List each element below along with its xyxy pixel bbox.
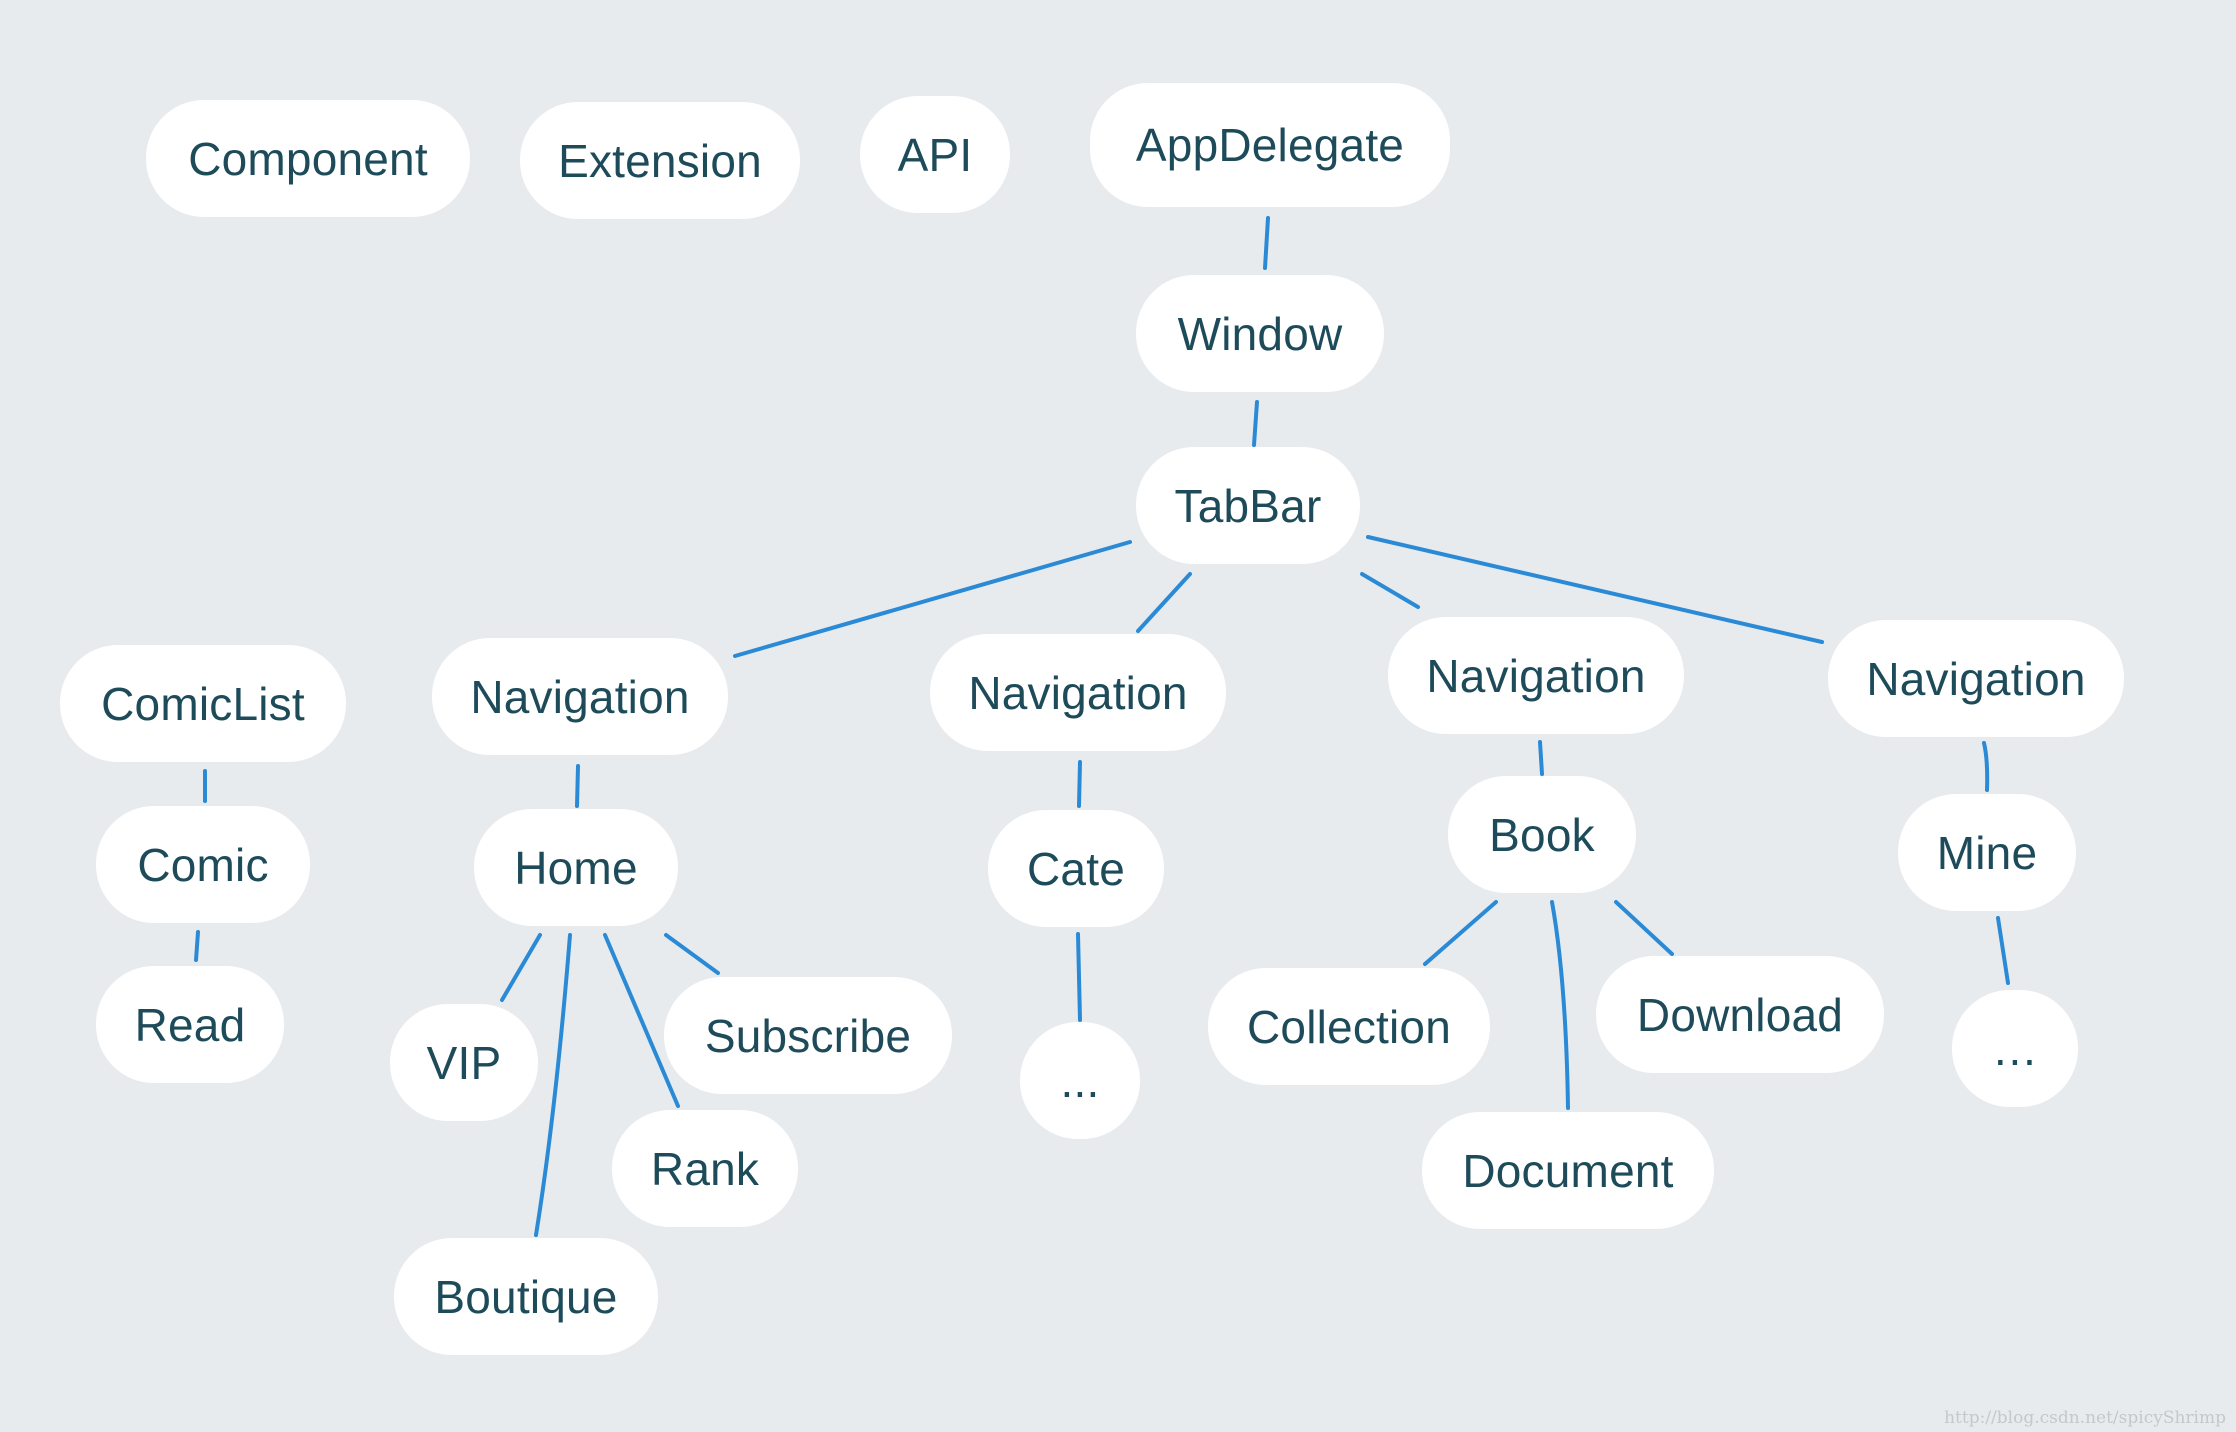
- navigation-node-4[interactable]: Navigation: [1828, 620, 2124, 737]
- api-node[interactable]: API: [860, 96, 1010, 213]
- edge-navigation-3-book: [1538, 740, 1544, 776]
- edge-navigation-4-mine: [1982, 741, 1990, 792]
- rank-label: Rank: [650, 1142, 760, 1195]
- comic-node[interactable]: Comic: [96, 806, 310, 923]
- comic-label: Comic: [137, 838, 269, 891]
- collection-label: Collection: [1247, 1000, 1451, 1053]
- navigation-label-4: Navigation: [1866, 652, 2086, 705]
- download-node[interactable]: Download: [1596, 956, 1884, 1073]
- watermark-text: http://blog.csdn.net/spicyShrimp: [1944, 1408, 2226, 1428]
- window-node[interactable]: Window: [1136, 275, 1384, 392]
- boutique-label: Boutique: [434, 1270, 618, 1323]
- vip-node[interactable]: VIP: [390, 1004, 538, 1121]
- edge-comic-read: [194, 930, 200, 962]
- app-delegate-node[interactable]: AppDelegate: [1090, 83, 1450, 207]
- subscribe-label: Subscribe: [704, 1009, 912, 1062]
- tab-bar-node[interactable]: TabBar: [1136, 447, 1360, 564]
- document-label: Document: [1462, 1144, 1674, 1197]
- book-label: Book: [1489, 808, 1595, 861]
- edge-tabbar-navigation-4: [1366, 535, 1824, 644]
- edge-home-boutique: [534, 933, 572, 1237]
- cate-more-node[interactable]: ...: [1020, 1022, 1140, 1139]
- window-label: Window: [1177, 307, 1343, 360]
- edge-book-download: [1614, 900, 1674, 956]
- navigation-label-2: Navigation: [968, 666, 1188, 719]
- extension-label: Extension: [558, 134, 762, 187]
- edge-cate-more: [1076, 932, 1082, 1022]
- cate-more-label: ...: [1060, 1054, 1100, 1107]
- edge-navigation-2-cate: [1077, 760, 1082, 808]
- edge-tabbar-navigation-3: [1360, 572, 1420, 609]
- home-node[interactable]: Home: [474, 809, 678, 926]
- mine-more-label: …: [1991, 1022, 2039, 1075]
- cate-node[interactable]: Cate: [988, 810, 1164, 927]
- document-node[interactable]: Document: [1422, 1112, 1714, 1229]
- component-node[interactable]: Component: [146, 100, 470, 217]
- edge-navigation-1-home: [575, 764, 580, 808]
- navigation-label-3: Navigation: [1426, 649, 1646, 702]
- download-label: Download: [1636, 988, 1844, 1041]
- cate-label: Cate: [1027, 842, 1125, 895]
- edge-home-rank: [603, 933, 680, 1108]
- comic-list-node[interactable]: ComicList: [60, 645, 346, 762]
- navigation-label-1: Navigation: [470, 670, 690, 723]
- read-node[interactable]: Read: [96, 966, 284, 1083]
- navigation-node-1[interactable]: Navigation: [432, 638, 728, 755]
- home-label: Home: [514, 841, 638, 894]
- edge-book-collection: [1423, 900, 1498, 966]
- read-label: Read: [134, 998, 246, 1051]
- collection-node[interactable]: Collection: [1208, 968, 1490, 1085]
- boutique-node[interactable]: Boutique: [394, 1238, 658, 1355]
- mine-label: Mine: [1936, 826, 2038, 879]
- subscribe-node[interactable]: Subscribe: [664, 977, 952, 1094]
- edge-home-vip: [500, 933, 542, 1002]
- extension-node[interactable]: Extension: [520, 102, 800, 219]
- api-label: API: [897, 128, 973, 181]
- edge-mine-more: [1996, 916, 2010, 985]
- app-delegate-label: AppDelegate: [1135, 119, 1405, 171]
- rank-node[interactable]: Rank: [612, 1110, 798, 1227]
- mine-more-node[interactable]: …: [1952, 990, 2078, 1107]
- mine-node[interactable]: Mine: [1898, 794, 2076, 911]
- book-node[interactable]: Book: [1448, 776, 1636, 893]
- edge-window-tabbar: [1252, 400, 1259, 447]
- edge-book-document: [1550, 900, 1570, 1110]
- navigation-node-3[interactable]: Navigation: [1388, 617, 1684, 734]
- navigation-node-2[interactable]: Navigation: [930, 634, 1226, 751]
- edge-tabbar-navigation-2: [1136, 572, 1192, 633]
- edge-home-subscribe: [664, 933, 720, 975]
- vip-label: VIP: [426, 1036, 502, 1089]
- edge-appdelegate-window: [1263, 216, 1270, 270]
- tab-bar-label: TabBar: [1174, 479, 1322, 532]
- edge-tabbar-navigation-1: [733, 540, 1132, 658]
- comic-list-label: ComicList: [101, 677, 305, 730]
- component-label: Component: [188, 132, 428, 185]
